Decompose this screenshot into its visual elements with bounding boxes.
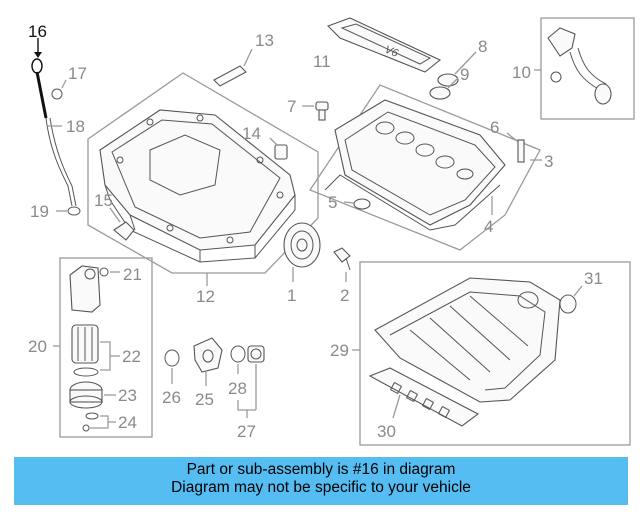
callout-5[interactable]: 5 <box>328 193 337 212</box>
callout-29[interactable]: 29 <box>330 341 349 360</box>
callout-7[interactable]: 7 <box>287 97 296 116</box>
callout-16[interactable]: 16 <box>28 22 47 41</box>
gasket-part-30 <box>368 367 480 427</box>
dipstick-tube-part-18 <box>45 117 77 207</box>
callout-14[interactable]: 14 <box>242 124 261 143</box>
seal-part-26 <box>164 349 180 384</box>
callout-12[interactable]: 12 <box>196 287 215 306</box>
callout-15[interactable]: 15 <box>94 191 113 210</box>
callout-6[interactable]: 6 <box>490 118 499 137</box>
filter-element-part-22 <box>71 324 120 377</box>
parts-diagram: 16 18 17 19 12 14 <box>28 17 635 446</box>
drain-plug-part-15 <box>109 207 135 241</box>
callout-11[interactable]: 11 <box>313 52 331 71</box>
seal-part-19 <box>56 206 81 216</box>
callout-1[interactable]: 1 <box>287 286 296 305</box>
pulley-part-1 <box>283 222 321 282</box>
callout-22[interactable]: 22 <box>122 347 141 366</box>
callout-30[interactable]: 30 <box>377 422 396 441</box>
screen-part-13 <box>213 48 253 87</box>
callout-2[interactable]: 2 <box>340 286 349 305</box>
dipstick-part-16[interactable] <box>31 38 48 119</box>
bolt-part-2 <box>333 247 351 282</box>
notice-banner: Part or sub-assembly is #16 in diagram D… <box>14 457 628 505</box>
o-ring-part-31 <box>559 285 583 314</box>
callout-27[interactable]: 27 <box>237 422 256 441</box>
seal-part-5 <box>343 198 371 210</box>
callout-31[interactable]: 31 <box>584 269 603 288</box>
oil-pan-part <box>99 109 296 263</box>
callout-4[interactable]: 4 <box>484 217 493 236</box>
callout-18[interactable]: 18 <box>66 117 85 136</box>
callout-3[interactable]: 3 <box>544 152 553 171</box>
callout-23[interactable]: 23 <box>118 386 137 405</box>
callout-13[interactable]: 13 <box>255 31 274 50</box>
callout-17[interactable]: 17 <box>68 64 87 83</box>
o-ring-part-17 <box>51 79 67 100</box>
notice-line-2: Diagram may not be specific to your vehi… <box>171 479 471 496</box>
filter-housing-part <box>69 265 120 313</box>
filter-cap-part-23 <box>69 381 116 409</box>
callout-25[interactable]: 25 <box>195 390 214 409</box>
oil-filter-group-20 <box>53 257 153 438</box>
callout-20[interactable]: 20 <box>28 337 47 356</box>
callout-24[interactable]: 24 <box>118 413 137 432</box>
bolt-part-7 <box>302 101 329 121</box>
callout-26[interactable]: 26 <box>162 388 181 407</box>
callout-28[interactable]: 28 <box>228 379 247 398</box>
adapter-part-25 <box>193 337 223 386</box>
valve-cover-part <box>324 99 506 231</box>
callout-10[interactable]: 10 <box>512 63 531 82</box>
callout-9[interactable]: 9 <box>460 65 469 84</box>
seal-plug-group-27 <box>230 345 265 418</box>
callout-21[interactable]: 21 <box>123 265 142 284</box>
intake-manifold-part <box>374 277 561 403</box>
bolt-part-6 <box>506 132 525 163</box>
valve-cover-group-3 <box>309 84 542 251</box>
o-ring-part-24 <box>82 412 116 432</box>
oil-cap-part-8 <box>429 51 477 100</box>
notice-line-1: Part or sub-assembly is #16 in diagram <box>186 461 456 478</box>
cover-label: V6 <box>383 44 401 60</box>
sensor-part-14 <box>269 137 288 160</box>
callout-19[interactable]: 19 <box>30 202 49 221</box>
engine-cover-part-11: V6 <box>327 17 442 73</box>
intake-manifold-group-29 <box>352 261 631 446</box>
callout-8[interactable]: 8 <box>478 37 487 56</box>
breather-hose-group-10 <box>534 17 635 120</box>
